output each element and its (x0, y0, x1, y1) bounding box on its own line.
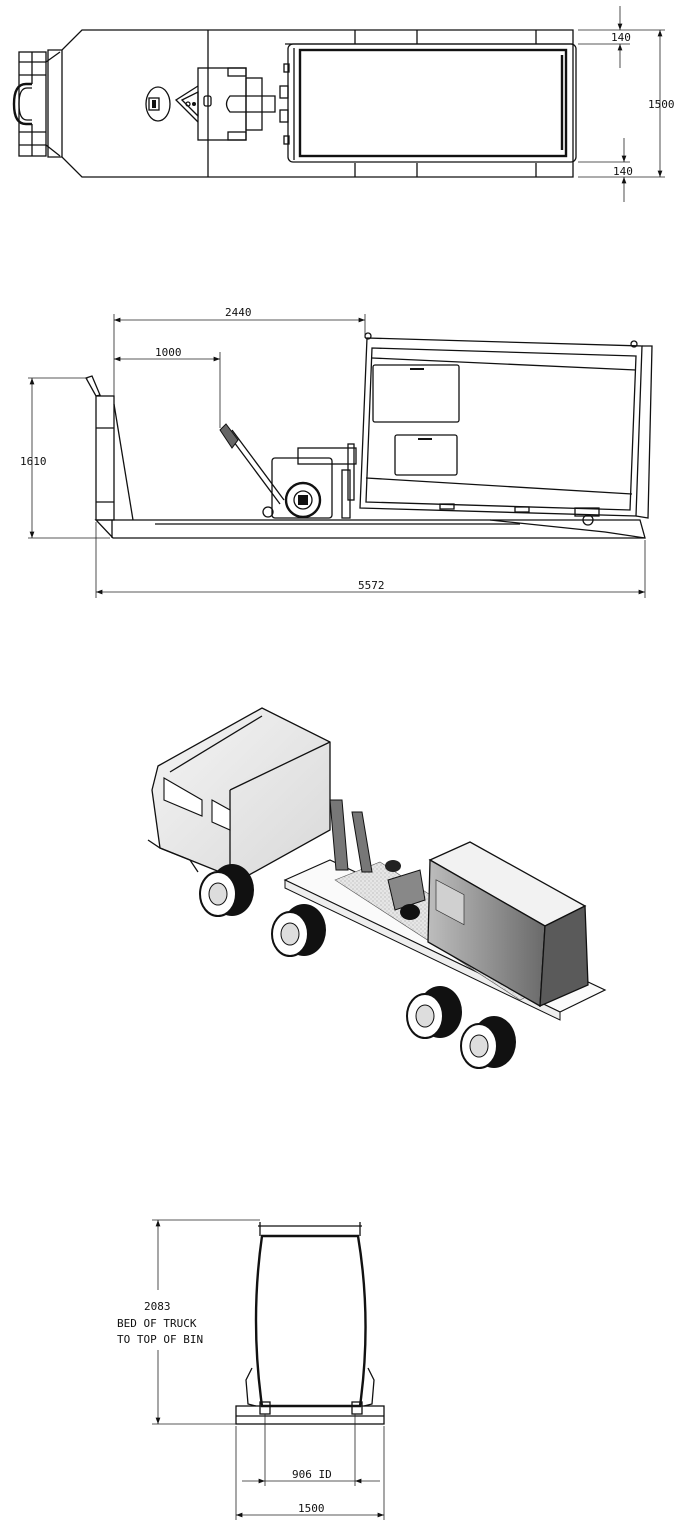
dim-top-margin: 140 (611, 31, 631, 44)
dim-inner-width: 906 ID (292, 1468, 332, 1481)
dim-bottom-margin: 140 (613, 165, 633, 178)
dim-bed-width-end: 1500 (298, 1502, 325, 1515)
tug-top (145, 67, 276, 141)
iso-bin (427, 841, 589, 1008)
bin-side (359, 332, 653, 526)
side-view: 2440 1000 1610 5572 (20, 306, 653, 598)
wheel-rear-2 (460, 1016, 516, 1069)
side-bed (94, 519, 646, 539)
dim-bed-width-top: 1500 (648, 98, 675, 111)
top-view: 140 1500 140 (12, 6, 675, 202)
iso-tug (329, 799, 426, 920)
dim-bin-height-note-2: TO TOP OF BIN (117, 1333, 203, 1346)
dim-headboard-height: 1610 (20, 455, 47, 468)
hitch-bracket (12, 51, 61, 157)
dim-bin-height: 2083 (144, 1300, 171, 1313)
headboard (85, 375, 134, 521)
bin-top (279, 43, 577, 163)
dim-tug-to-bin: 2440 (225, 306, 252, 319)
end-view: 2083 BED OF TRUCK TO TOP OF BIN 906 ID 1… (117, 1219, 385, 1520)
isometric-view (147, 707, 607, 1069)
side-view-dimensions (28, 314, 646, 598)
wheel-mid (271, 904, 326, 957)
tug-side (219, 423, 357, 519)
iso-cab (147, 707, 331, 881)
dim-bin-height-note-1: BED OF TRUCK (117, 1317, 197, 1330)
end-bin (245, 1222, 375, 1415)
wheel-rear-1 (406, 986, 462, 1039)
dim-overall-length: 5572 (358, 579, 385, 592)
iso-wheels (199, 864, 516, 1069)
top-view-dimensions (578, 6, 665, 202)
wheel-front (199, 864, 254, 917)
dim-tug-handle: 1000 (155, 346, 182, 359)
end-view-dimensions (152, 1219, 385, 1520)
